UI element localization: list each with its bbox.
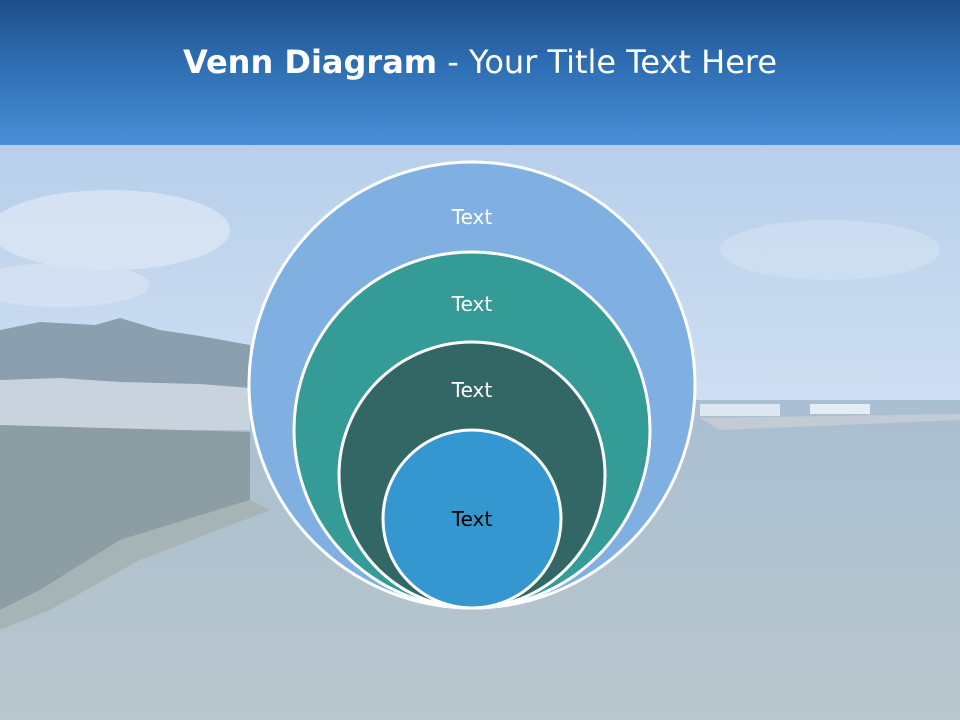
venn-ring-4[interactable]: Text bbox=[381, 428, 563, 610]
cloud bbox=[720, 220, 940, 280]
ring-4-circle bbox=[381, 428, 563, 610]
cloud bbox=[0, 190, 230, 270]
harbor-buildings bbox=[700, 404, 780, 416]
title-bar: Venn Diagram - Your Title Text Here bbox=[0, 0, 960, 145]
ring-2-label: Text bbox=[451, 292, 493, 316]
slide-title: Venn Diagram - Your Title Text Here bbox=[0, 40, 960, 84]
ferry bbox=[810, 404, 870, 414]
breakwater bbox=[700, 414, 960, 430]
ring-3-label: Text bbox=[451, 378, 493, 402]
coastline bbox=[0, 425, 250, 610]
cloud bbox=[0, 263, 150, 307]
ring-1-label: Text bbox=[451, 205, 493, 229]
town bbox=[0, 378, 250, 430]
title-rest: - Your Title Text Here bbox=[437, 43, 778, 81]
title-bold: Venn Diagram bbox=[182, 43, 438, 81]
ring-4-label: Text bbox=[451, 507, 493, 531]
beach bbox=[0, 500, 270, 630]
